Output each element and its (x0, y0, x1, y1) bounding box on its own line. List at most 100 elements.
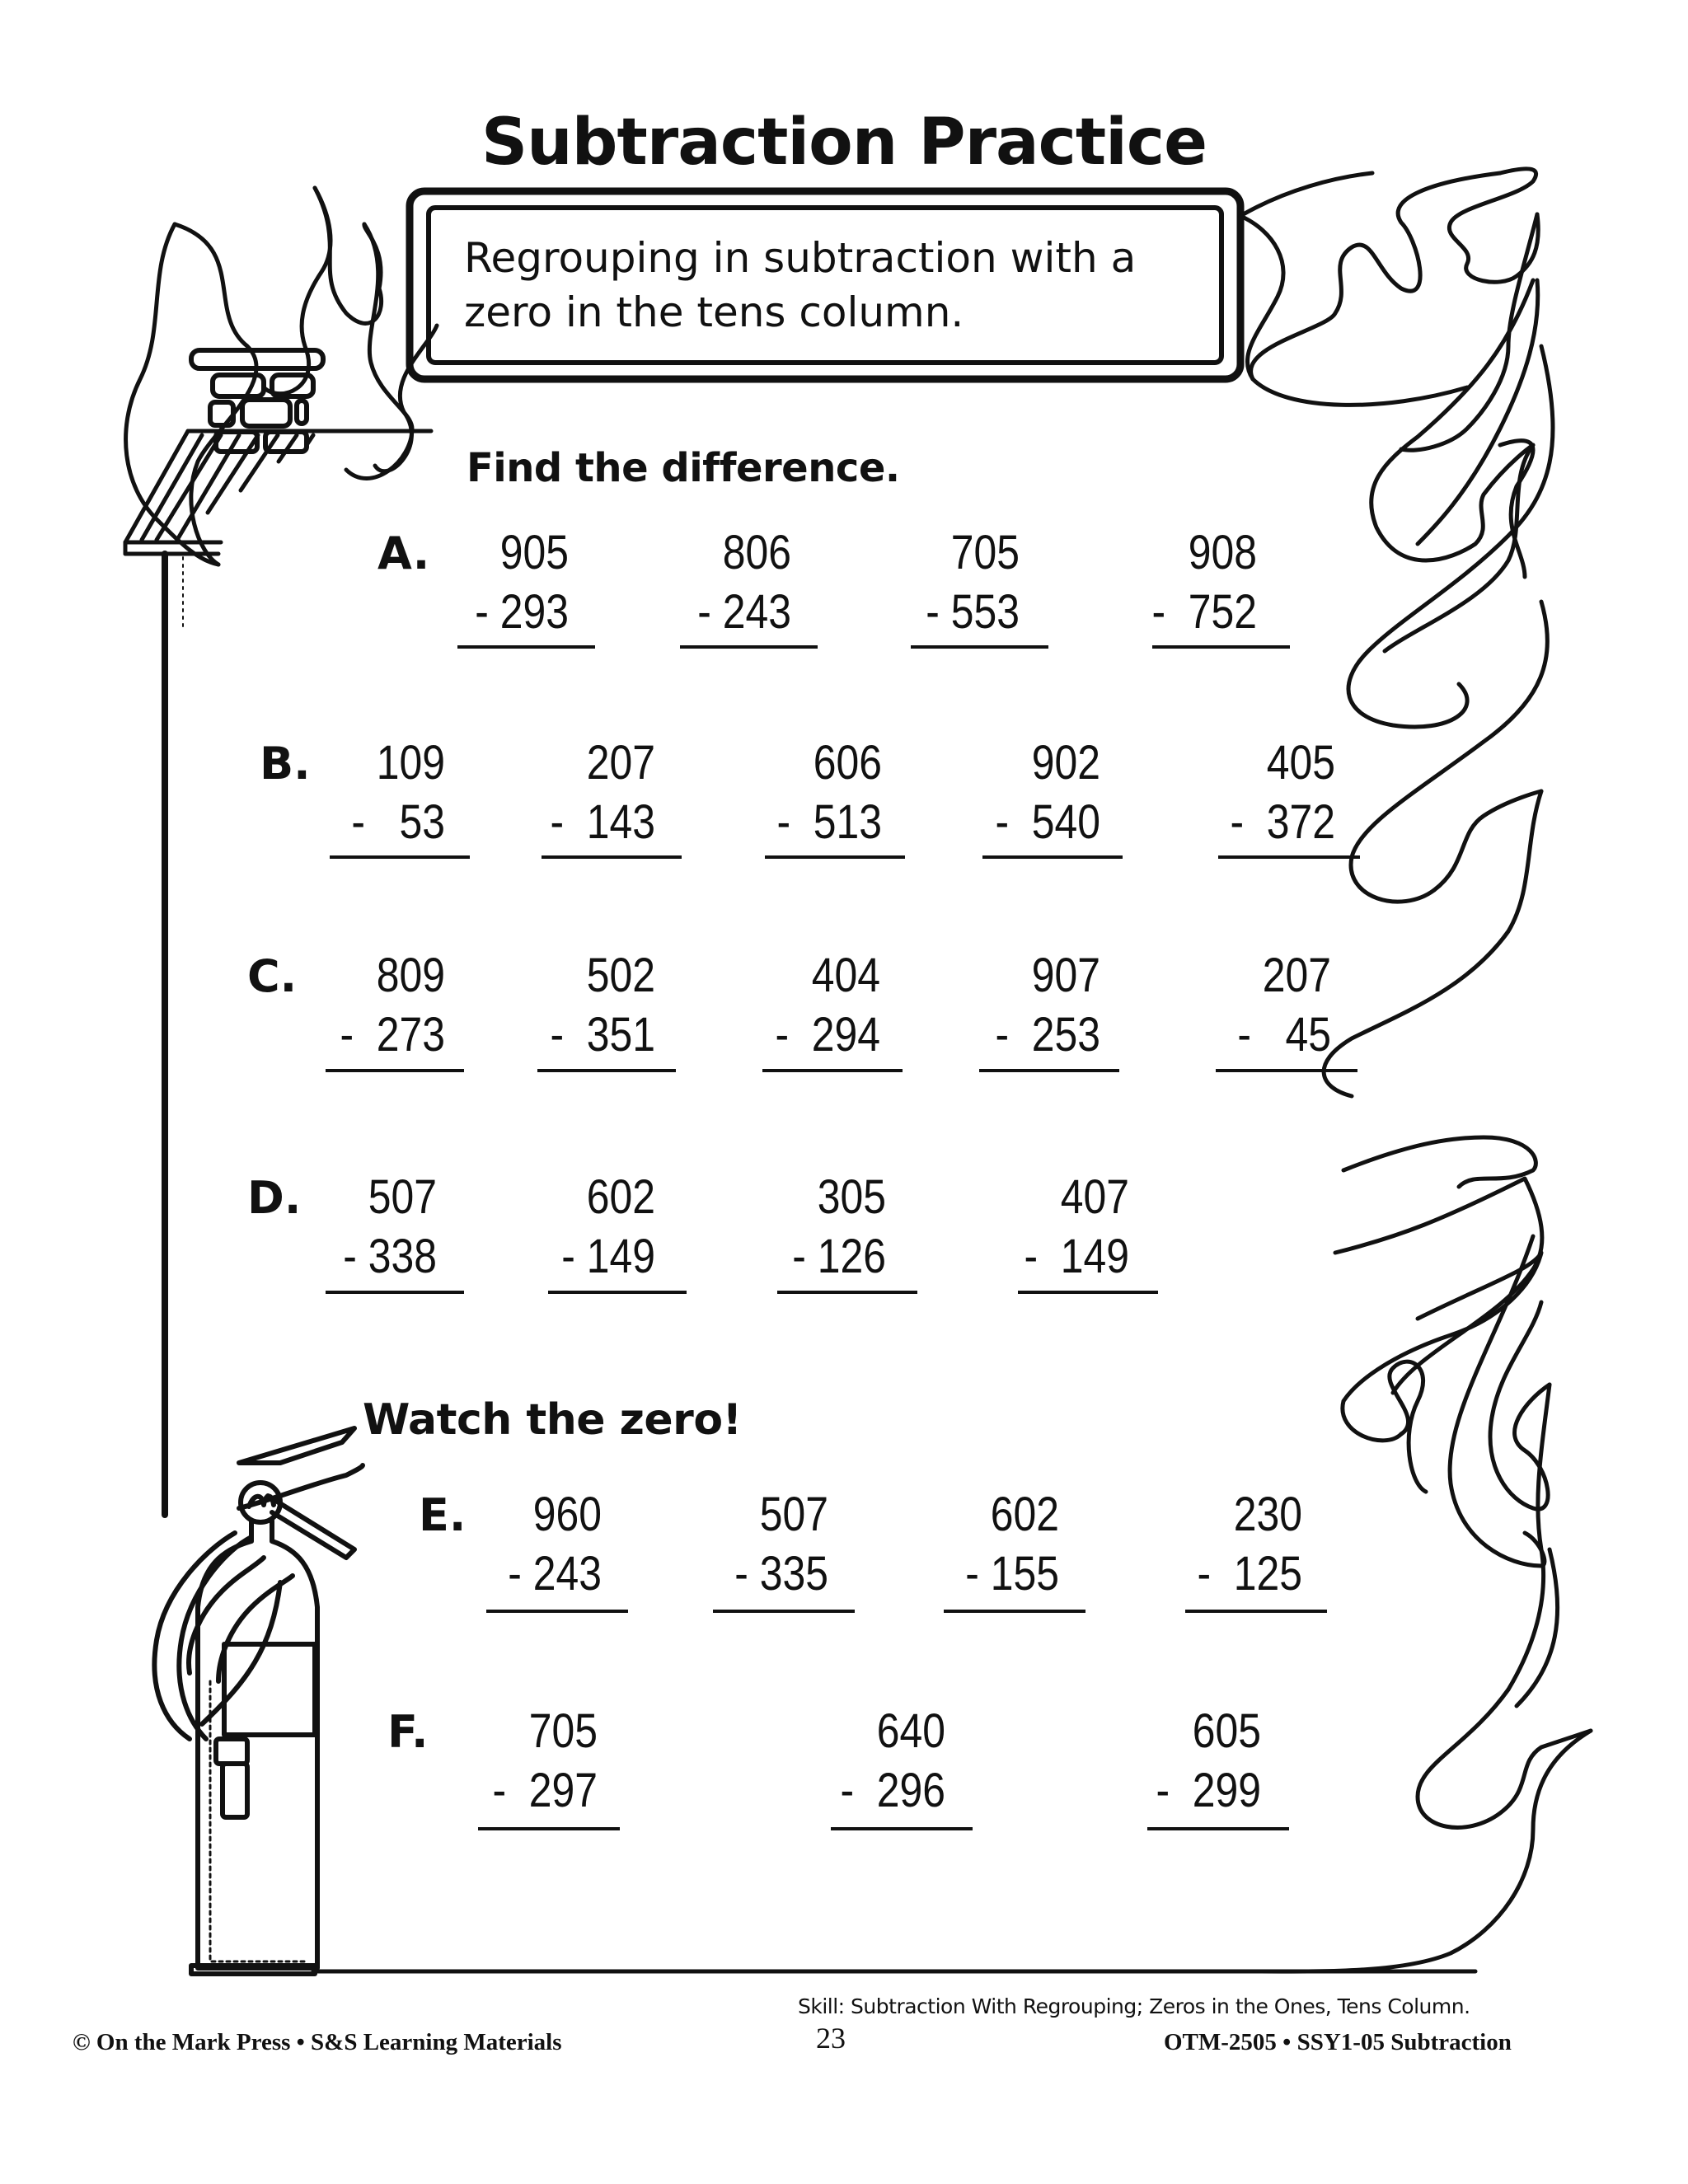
answer-line[interactable] (457, 645, 595, 649)
subtrahend: - 299 (1156, 1764, 1261, 1817)
problem: 502 - 351 (532, 946, 655, 1065)
minuend: 502 (586, 949, 655, 1002)
minuend: 207 (1262, 949, 1331, 1002)
answer-line[interactable] (680, 645, 818, 649)
problem: 705 - 297 (474, 1702, 598, 1821)
minuend: 705 (950, 526, 1020, 579)
problem: 109 - 53 (321, 733, 445, 852)
problem: 902 - 540 (977, 733, 1100, 852)
subtrahend: - 149 (1024, 1230, 1129, 1283)
minuend: 640 (876, 1704, 945, 1758)
subtrahend: - 126 (792, 1230, 886, 1283)
subtrahend: - 513 (776, 795, 882, 849)
minuend: 109 (376, 736, 445, 790)
footer-product-code: OTM-2505 • SSY1-05 Subtraction (1164, 2029, 1512, 2055)
page-title: Subtraction Practice (481, 105, 1207, 180)
minuend: 705 (528, 1704, 598, 1758)
problem: 404 - 294 (757, 946, 880, 1065)
problem: 705 - 553 (896, 523, 1020, 642)
answer-line[interactable] (979, 1069, 1119, 1072)
subtrahend: - 53 (351, 795, 445, 849)
minuend: 809 (376, 949, 445, 1002)
minuend: 507 (368, 1170, 437, 1224)
problem: 809 - 273 (321, 946, 445, 1065)
row-label: D. (247, 1172, 302, 1224)
answer-line[interactable] (548, 1291, 687, 1294)
answer-line[interactable] (765, 855, 905, 859)
right-flames-icon (1234, 166, 1593, 1974)
subtrahend: - 351 (550, 1008, 655, 1062)
answer-line[interactable] (982, 855, 1123, 859)
problem: 908 - 752 (1133, 523, 1257, 642)
answer-line[interactable] (326, 1069, 464, 1072)
minuend: 908 (1188, 526, 1257, 579)
answer-line[interactable] (1185, 1610, 1327, 1613)
row-label: E. (419, 1489, 467, 1541)
subtrahend: - 45 (1237, 1008, 1331, 1062)
answer-line[interactable] (1218, 855, 1360, 859)
subtrahend: - 553 (926, 585, 1020, 639)
answer-line[interactable] (831, 1827, 973, 1830)
minuend: 606 (813, 736, 882, 790)
fire-extinguisher-icon (152, 1426, 365, 1976)
roof-ledge-icon (123, 429, 434, 556)
answer-line[interactable] (762, 1069, 903, 1072)
minuend: 902 (1031, 736, 1100, 790)
problem: 905 - 293 (445, 523, 569, 642)
problem: 230 - 125 (1179, 1485, 1302, 1604)
row-label: A. (377, 527, 430, 579)
subtrahend: - 372 (1230, 795, 1335, 849)
minuend: 405 (1266, 736, 1335, 790)
answer-line[interactable] (777, 1291, 917, 1294)
problem: 640 - 296 (822, 1702, 945, 1821)
minuend: 960 (532, 1488, 602, 1541)
instruction-line-1: Regrouping in subtraction with a (464, 234, 1137, 282)
instruction-line-2: zero in the tens column. (464, 288, 964, 336)
answer-line[interactable] (1018, 1291, 1158, 1294)
minuend: 407 (1060, 1170, 1129, 1224)
problem: 602 - 155 (935, 1485, 1059, 1604)
problem: 960 - 243 (478, 1485, 602, 1604)
answer-line[interactable] (944, 1610, 1085, 1613)
answer-line[interactable] (486, 1610, 628, 1613)
minuend: 602 (990, 1488, 1059, 1541)
subtrahend: - 125 (1197, 1547, 1302, 1601)
row-label: F. (387, 1706, 429, 1758)
minuend: 806 (722, 526, 791, 579)
answer-line[interactable] (713, 1610, 855, 1613)
instruction-box-frame (406, 187, 1245, 383)
subtrahend: - 243 (508, 1547, 602, 1601)
problem: 907 - 253 (977, 946, 1100, 1065)
subtrahend: - 752 (1151, 585, 1257, 639)
section-heading-find-difference: Find the difference. (467, 445, 900, 491)
minuend: 602 (586, 1170, 655, 1224)
answer-line[interactable] (1152, 645, 1290, 649)
wall-line (162, 551, 184, 1518)
minuend: 507 (759, 1488, 828, 1541)
problem: 507 - 335 (705, 1485, 828, 1604)
minuend: 207 (586, 736, 655, 790)
subtrahend: - 540 (995, 795, 1100, 849)
answer-line[interactable] (1216, 1069, 1357, 1072)
answer-line[interactable] (1147, 1827, 1289, 1830)
page-number: 23 (816, 2022, 846, 2055)
subtrahend: - 273 (340, 1008, 445, 1062)
subtrahend: - 294 (775, 1008, 880, 1062)
answer-line[interactable] (911, 645, 1048, 649)
minuend: 230 (1233, 1488, 1302, 1541)
answer-line[interactable] (326, 1291, 464, 1294)
subtrahend: - 293 (475, 585, 569, 639)
subtrahend: - 296 (840, 1764, 945, 1817)
minuend: 907 (1031, 949, 1100, 1002)
answer-line[interactable] (478, 1827, 620, 1830)
problem: 207 - 143 (532, 733, 655, 852)
subtrahend: - 143 (550, 795, 655, 849)
problem: 405 - 372 (1212, 733, 1335, 852)
answer-line[interactable] (542, 855, 682, 859)
answer-line[interactable] (537, 1069, 676, 1072)
problem: 602 - 149 (532, 1168, 655, 1286)
answer-line[interactable] (330, 855, 470, 859)
problem: 305 - 126 (762, 1168, 886, 1286)
row-label: C. (247, 950, 298, 1002)
minuend: 605 (1192, 1704, 1261, 1758)
